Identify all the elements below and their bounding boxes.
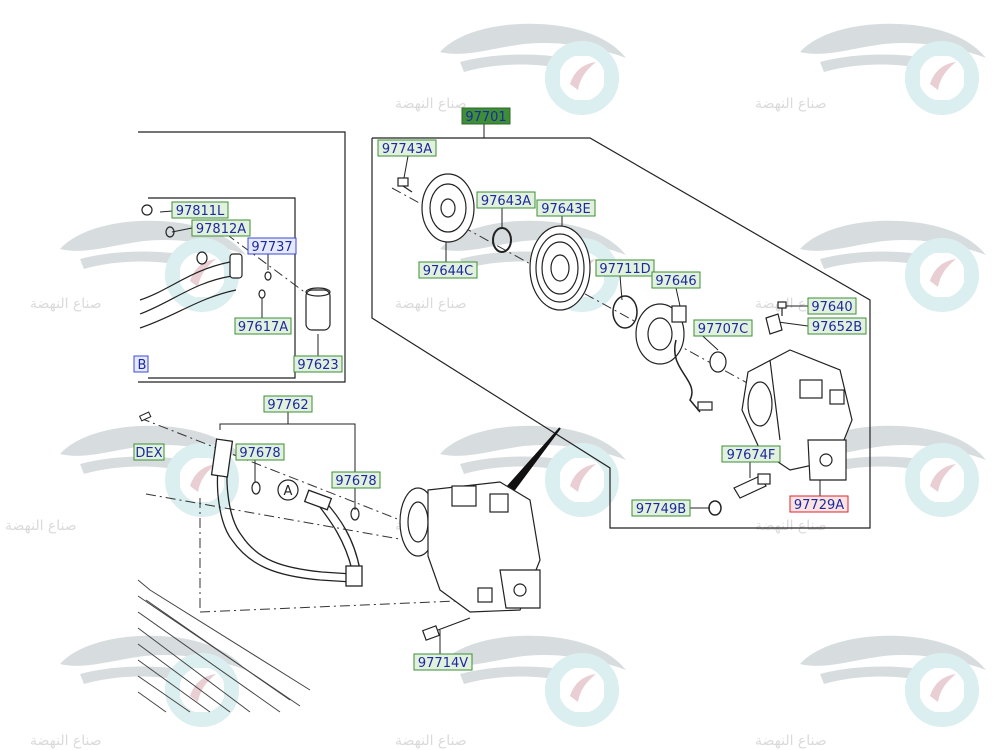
svg-text:97617A: 97617A xyxy=(238,320,288,335)
callout-a: A xyxy=(277,479,299,501)
part-label-97678: 97678 xyxy=(235,443,285,461)
svg-text:97711D: 97711D xyxy=(599,262,650,277)
svg-text:97678: 97678 xyxy=(239,446,280,461)
part-label-97707C: 97707C xyxy=(693,319,753,337)
part-label-97701: 97701 xyxy=(461,107,511,125)
part-label-97643E: 97643E xyxy=(536,199,596,217)
watermark-text: صناع النهضة xyxy=(755,518,827,534)
bracket-part xyxy=(765,313,783,335)
watermark-text: صناع النهضة xyxy=(395,296,467,312)
bolt-part xyxy=(397,177,413,193)
receiver-drier-parts xyxy=(139,204,331,331)
svg-text:97646: 97646 xyxy=(655,274,696,289)
part-label-97674F: 97674F xyxy=(721,445,781,463)
svg-text:A: A xyxy=(284,484,293,499)
field-coil-part xyxy=(635,303,713,413)
svg-text:97707C: 97707C xyxy=(698,322,748,337)
watermark-text: صناع النهضة xyxy=(755,733,827,749)
ring-part xyxy=(612,295,638,329)
part-label-DEX: DEX xyxy=(133,443,165,461)
screw-part xyxy=(777,301,787,316)
part-label-97646: 97646 xyxy=(651,271,701,289)
part-label-97644C: 97644C xyxy=(418,261,478,279)
part-label-B: B xyxy=(133,355,149,373)
svg-text:97674F: 97674F xyxy=(727,448,776,463)
part-label-97749B: 97749B xyxy=(631,499,691,517)
clutch-hub-part xyxy=(421,173,475,243)
part-label-97812A: 97812A xyxy=(191,219,251,237)
frames xyxy=(138,131,871,529)
part-labels: 97701 97743A 97643A 97643E 97644C 97711D… xyxy=(133,107,867,671)
svg-text:97652B: 97652B xyxy=(812,320,862,335)
svg-text:97812A: 97812A xyxy=(196,222,246,237)
svg-text:97678: 97678 xyxy=(335,474,376,489)
part-label-97617A: 97617A xyxy=(234,317,292,335)
watermark-text: صناع النهضة xyxy=(395,96,467,112)
part-label-97652B: 97652B xyxy=(807,317,867,335)
hose-assembly-part xyxy=(210,438,363,587)
part-label-97711D: 97711D xyxy=(595,259,655,277)
part-label-97643A: 97643A xyxy=(476,191,536,209)
part-label-97762: 97762 xyxy=(263,395,313,413)
part-label-97737: 97737 xyxy=(247,237,297,255)
relief-valve-part xyxy=(733,473,771,499)
compressor-parts xyxy=(397,173,853,516)
part-label-97640: 97640 xyxy=(807,297,857,315)
part-label-97811L: 97811L xyxy=(171,201,229,219)
fitting-part xyxy=(138,411,152,422)
svg-text:97623: 97623 xyxy=(297,358,338,373)
part-label-97714V: 97714V xyxy=(413,653,473,671)
watermark-text: صناع النهضة xyxy=(5,518,77,534)
svg-text:DEX: DEX xyxy=(135,446,162,461)
svg-text:97644C: 97644C xyxy=(423,264,473,279)
part-label-97743A: 97743A xyxy=(377,139,437,157)
seal-part xyxy=(709,351,727,373)
watermark-text: صناع النهضة xyxy=(30,296,102,312)
part-label-97678: 97678 xyxy=(331,471,381,489)
svg-text:97737: 97737 xyxy=(251,240,292,255)
watermark-text: صناع النهضة xyxy=(755,96,827,112)
pulley-part xyxy=(529,225,591,311)
o-ring-part xyxy=(251,481,261,495)
watermark-text: صناع النهضة xyxy=(395,733,467,749)
snap-ring-part xyxy=(492,227,512,253)
assembled-compressor xyxy=(399,481,541,613)
svg-text:B: B xyxy=(138,358,147,373)
o-ring-part xyxy=(708,500,722,516)
svg-text:97762: 97762 xyxy=(267,398,308,413)
compressor-body-part xyxy=(741,349,853,481)
part-label-97729A: 97729A xyxy=(789,495,849,513)
svg-text:97811L: 97811L xyxy=(176,204,225,219)
part-label-97623: 97623 xyxy=(293,355,343,373)
long-bolt-part xyxy=(421,617,471,641)
svg-text:97701: 97701 xyxy=(465,110,506,125)
svg-text:97749B: 97749B xyxy=(636,502,686,517)
svg-text:97640: 97640 xyxy=(811,300,852,315)
svg-text:97714V: 97714V xyxy=(418,656,468,671)
condenser-part xyxy=(137,579,311,713)
watermark-text: صناع النهضة xyxy=(30,733,102,749)
svg-text:97643A: 97643A xyxy=(481,194,531,209)
svg-text:97729A: 97729A xyxy=(794,498,844,513)
svg-text:97643E: 97643E xyxy=(541,202,591,217)
svg-text:97743A: 97743A xyxy=(382,142,432,157)
o-ring-part xyxy=(350,507,360,521)
